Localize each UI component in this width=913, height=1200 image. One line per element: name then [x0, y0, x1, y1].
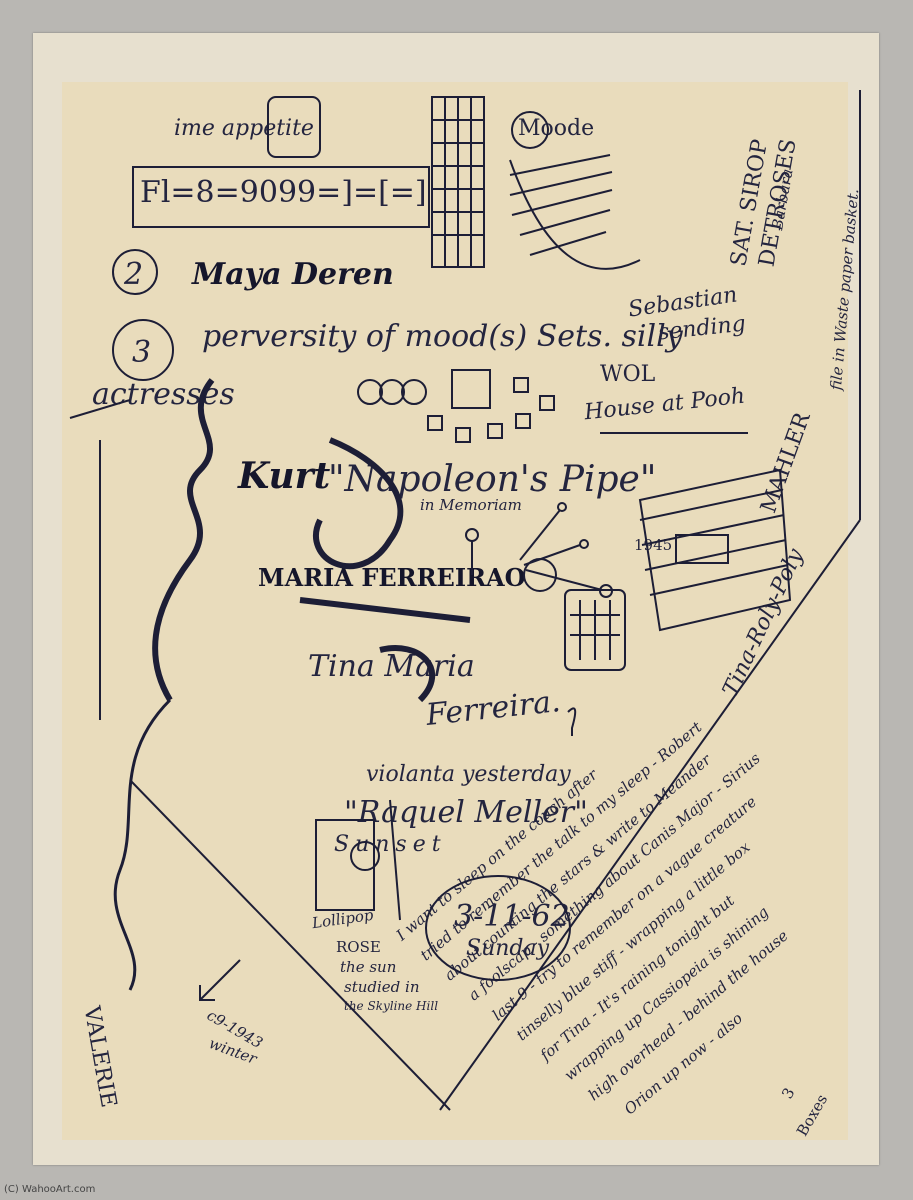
note-date: 3-11-62: [454, 899, 570, 934]
frame-line-bottom: [129, 779, 451, 1111]
hatched-shape: [509, 154, 641, 270]
note-equation: Fl=8=9099=]=[=]: [140, 175, 427, 210]
question-mark: [567, 707, 577, 736]
ball-sticks: [465, 502, 613, 598]
left-vine: [113, 698, 172, 991]
frame-line-top-left: [69, 399, 131, 419]
note-wol: WOL: [600, 362, 656, 387]
arrow-shaft: [199, 959, 241, 1001]
note-mode-word: Moode: [518, 116, 595, 141]
note-tina-maria: Tina Maria: [308, 649, 475, 684]
note-raquel-meller: "Raquel Meller": [344, 795, 588, 830]
note-num-3: 3: [132, 335, 152, 370]
note-rose: ROSE: [336, 938, 381, 956]
grid-tower: [431, 96, 485, 268]
note-studied: studied in: [344, 978, 420, 996]
note-the-sun: the sun: [340, 958, 397, 976]
note-maria-ferreirao: MARIA FERREIRAO: [258, 563, 526, 592]
equation-box: [132, 166, 430, 228]
box-1945: [638, 468, 792, 632]
note-sunday: Sunday: [466, 936, 550, 961]
note-sunset: Sunset: [334, 832, 447, 857]
frame-line-right: [439, 519, 861, 1111]
date-circle: [425, 875, 571, 981]
note-violanta: violanta yesterday: [366, 762, 571, 787]
small-box: [267, 96, 321, 158]
note-ime-appetite: ime appetite: [174, 116, 314, 141]
circle-mode: [511, 111, 549, 149]
swirl-figure: [152, 378, 471, 703]
note-in-memoriam: in Memoriam: [420, 496, 522, 514]
notebook-page: ime appetite Fl=8=9099=]=[=] Moode 2 3 M…: [62, 82, 862, 1140]
note-skyline: the Skyline Hill: [344, 999, 439, 1013]
chain-diagram: [357, 369, 555, 443]
arrow-head: [199, 985, 215, 1001]
watermark-text: (C) WahooArt.com: [4, 1184, 96, 1195]
note-napoleons-pipe: "Napoleon's Pipe": [328, 459, 657, 500]
note-kurt: Kurt: [238, 455, 331, 497]
note-maya-deren: Maya Deren: [192, 257, 394, 292]
small-grid-box: [564, 589, 626, 671]
note-num-2: 2: [124, 257, 144, 292]
circle-2: [112, 249, 158, 295]
note-perversity: perversity of mood(s) Sets. silly: [202, 319, 683, 354]
lower-figure: [315, 799, 401, 921]
circle-3: [112, 319, 174, 381]
